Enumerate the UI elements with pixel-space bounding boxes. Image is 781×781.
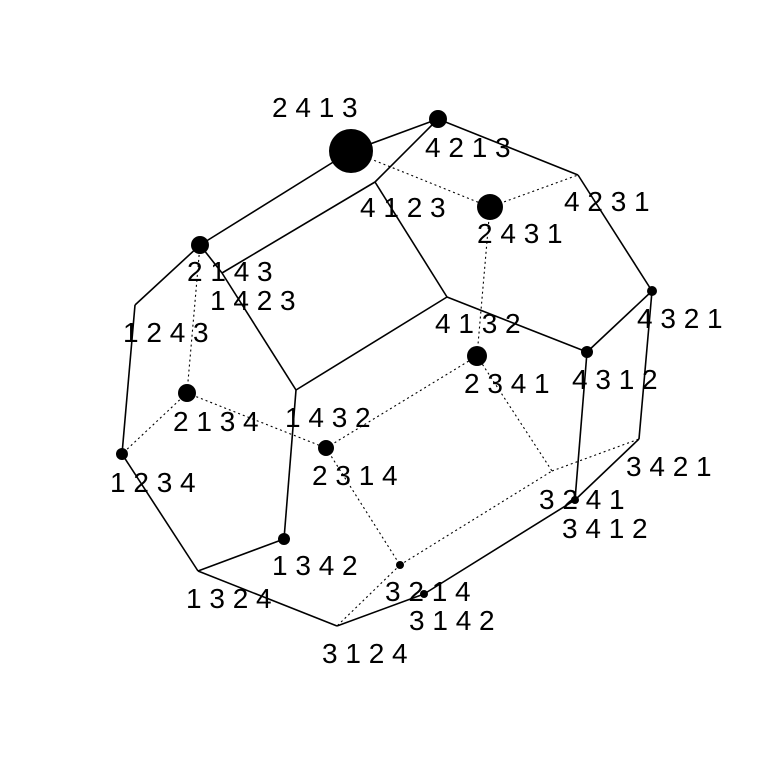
edge-front-4213-4123 — [374, 118, 439, 183]
edge-front-1243-1234 — [121, 304, 136, 455]
vertex-label-4321: 4 3 2 1 — [637, 303, 723, 334]
vertex-label-3142: 3 1 4 2 — [409, 605, 495, 636]
edge-front-3142-3412 — [423, 499, 576, 595]
edge-front-4213-4231 — [437, 118, 579, 176]
vertex-marker-2314 — [318, 440, 334, 456]
vertex-label-3421: 3 4 2 1 — [626, 451, 712, 482]
vertex-marker-1342 — [278, 533, 290, 545]
vertex-marker-2413 — [329, 129, 373, 173]
vertex-label-3124: 3 1 2 4 — [322, 638, 408, 669]
vertex-marker-2134 — [178, 384, 196, 402]
edge-front-3124-3142 — [336, 593, 425, 627]
vertex-marker-2341 — [467, 346, 487, 366]
vertex-label-1243: 1 2 4 3 — [123, 317, 209, 348]
edge-layer — [121, 118, 653, 627]
vertex-label-4231: 4 2 3 1 — [564, 186, 650, 217]
edge-front-1234-1324 — [121, 453, 199, 572]
vertex-label-1423: 1 4 2 3 — [210, 285, 296, 316]
edge-front-1324-1342 — [197, 538, 285, 572]
edge-front-4132-4312 — [446, 296, 588, 353]
vertex-marker-3214 — [396, 561, 404, 569]
vertex-label-4132: 4 1 3 2 — [435, 308, 521, 339]
edge-front-4123-1423 — [221, 181, 376, 274]
edge-back-2431-4231 — [489, 174, 579, 208]
vertex-label-2314: 2 3 1 4 — [312, 460, 398, 491]
edge-front-4312-3412 — [574, 351, 588, 501]
vertex-label-3412: 3 4 1 2 — [562, 513, 648, 544]
vertex-marker-2143 — [191, 236, 209, 254]
vertex-label-2143: 2 1 4 3 — [187, 256, 273, 287]
edge-front-4321-4312 — [586, 290, 653, 353]
vertex-label-4123: 4 1 2 3 — [360, 192, 446, 223]
edge-front-2143-1243 — [134, 244, 201, 306]
vertex-label-4213: 4 2 1 3 — [425, 132, 511, 163]
vertex-layer — [116, 110, 657, 598]
vertex-label-1324: 1 3 2 4 — [186, 583, 272, 614]
edge-front-4123-4132 — [374, 181, 448, 298]
vertex-marker-2431 — [477, 194, 503, 220]
vertex-label-1342: 1 3 4 2 — [272, 550, 358, 581]
vertex-label-2431: 2 4 3 1 — [477, 218, 563, 249]
vertex-marker-3412 — [571, 496, 579, 504]
vertex-label-1234: 1 2 3 4 — [110, 467, 196, 498]
edge-front-4321-3421 — [638, 290, 653, 440]
edge-front-1324-3124 — [197, 570, 338, 627]
edge-front-1423-1432 — [221, 272, 297, 391]
label-layer: 2 4 1 3 4 2 1 3 4 1 2 3 2 4 3 1 4 2 3 1 … — [110, 92, 723, 669]
vertex-marker-4213 — [429, 110, 447, 128]
vertex-label-2341: 2 3 4 1 — [464, 368, 550, 399]
vertex-marker-4321 — [647, 286, 657, 296]
edge-front-4231-4321 — [577, 174, 653, 292]
vertex-marker-3142 — [420, 590, 428, 598]
edge-front-3412-3421 — [574, 438, 640, 501]
edge-front-1432-1342 — [283, 389, 297, 540]
vertex-marker-4312 — [581, 346, 593, 358]
vertex-label-2134: 2 1 3 4 — [173, 406, 259, 437]
edge-front-2413-2143 — [199, 150, 352, 246]
vertex-label-2413: 2 4 1 3 — [272, 92, 358, 123]
vertex-label-1432: 1 4 3 2 — [285, 402, 371, 433]
edge-back-2314-3214 — [325, 447, 401, 566]
vertex-label-4312: 4 3 1 2 — [572, 364, 658, 395]
vertex-label-3214: 3 2 1 4 — [385, 576, 471, 607]
edge-back-3214-3241 — [399, 470, 553, 566]
edge-back-3241-3421 — [551, 438, 640, 472]
edge-front-4132-1432 — [295, 296, 448, 391]
vertex-marker-1234 — [116, 448, 128, 460]
vertex-label-3241: 3 2 4 1 — [539, 484, 625, 515]
